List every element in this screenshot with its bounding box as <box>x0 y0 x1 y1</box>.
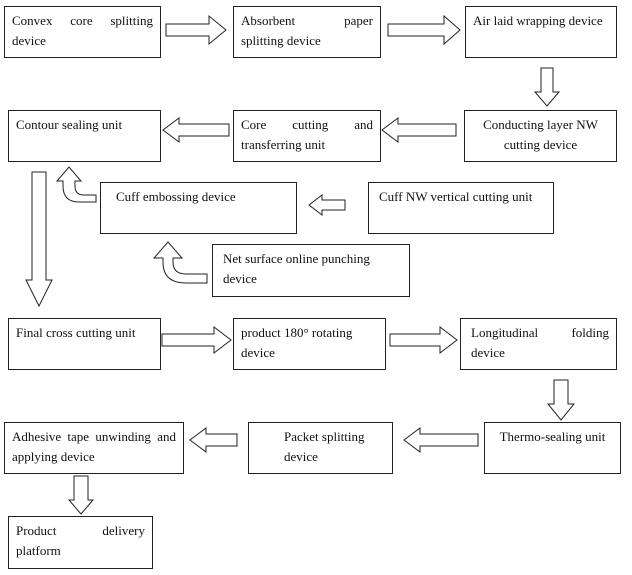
node-final-cross-cutting: Final cross cutting unit <box>8 318 161 370</box>
node-label: Packet splitting device <box>284 429 365 464</box>
node-label: Contour sealing unit <box>16 117 123 132</box>
arrow-convex-to-absorbent <box>165 14 227 46</box>
node-adhesive-tape-unwinding: Adhesive tape unwinding and applying dev… <box>4 422 184 474</box>
node-thermo-sealing: Thermo-sealing unit <box>484 422 621 474</box>
node-longitudinal-folding: Longitudinal folding device <box>460 318 617 370</box>
arrow-adhesive-to-delivery <box>67 475 95 515</box>
arrow-core-to-contour <box>162 117 230 143</box>
node-label: Product delivery platform <box>16 523 145 558</box>
node-label: Conducting layer NW cutting device <box>483 117 598 152</box>
node-net-surface-punching: Net surface online punching device <box>212 244 410 297</box>
arrow-embossing-to-contour <box>55 166 97 203</box>
node-core-cutting-transferring: Core cutting and transferring unit <box>233 110 381 162</box>
node-label: product 180° rotating device <box>241 325 353 360</box>
node-label: Convex core splitting device <box>12 13 153 48</box>
node-label: Core cutting and transferring unit <box>241 117 373 152</box>
node-air-laid-wrapping: Air laid wrapping device <box>465 6 617 58</box>
node-contour-sealing: Contour sealing unit <box>8 110 161 162</box>
arrow-cuffnw-to-embossing <box>308 193 346 217</box>
node-product-180-rotating: product 180° rotating device <box>233 318 386 370</box>
arrow-finalcross-to-rotating <box>161 325 232 355</box>
node-label: Final cross cutting unit <box>16 325 136 340</box>
node-label: Adhesive tape unwinding and applying dev… <box>12 429 176 464</box>
node-label: Absorbent paper splitting device <box>241 13 373 48</box>
arrow-airlaid-to-conducting <box>533 67 561 107</box>
node-absorbent-paper-splitting: Absorbent paper splitting device <box>233 6 381 58</box>
node-label: Air laid wrapping device <box>473 13 603 28</box>
arrow-contour-to-finalcross <box>25 171 53 308</box>
arrow-absorbent-to-airlaid <box>387 14 461 46</box>
node-cuff-embossing: Cuff embossing device <box>100 182 297 234</box>
node-label: Cuff embossing device <box>116 189 236 204</box>
node-label: Cuff NW vertical cutting unit <box>379 189 533 204</box>
node-cuff-nw-vertical-cutting: Cuff NW vertical cutting unit <box>368 182 554 234</box>
node-convex-core-splitting: Convex core splitting device <box>4 6 161 58</box>
arrow-longitudinal-to-thermo <box>546 379 576 421</box>
arrow-conducting-to-core <box>381 117 457 143</box>
node-packet-splitting: Packet splitting device <box>248 422 393 474</box>
arrow-netsurface-to-embossing-curve <box>152 241 208 284</box>
node-conducting-layer-cutting: Conducting layer NW cutting device <box>464 110 617 162</box>
node-label: Thermo-sealing unit <box>499 429 606 444</box>
node-label: Longitudinal folding device <box>471 325 609 360</box>
arrow-thermo-to-packet <box>403 427 479 453</box>
arrow-packet-to-adhesive <box>189 427 238 453</box>
node-label: Net surface online punching device <box>223 251 370 286</box>
node-product-delivery-platform: Product delivery platform <box>8 516 153 569</box>
arrow-rotating-to-longitudinal <box>389 325 458 355</box>
